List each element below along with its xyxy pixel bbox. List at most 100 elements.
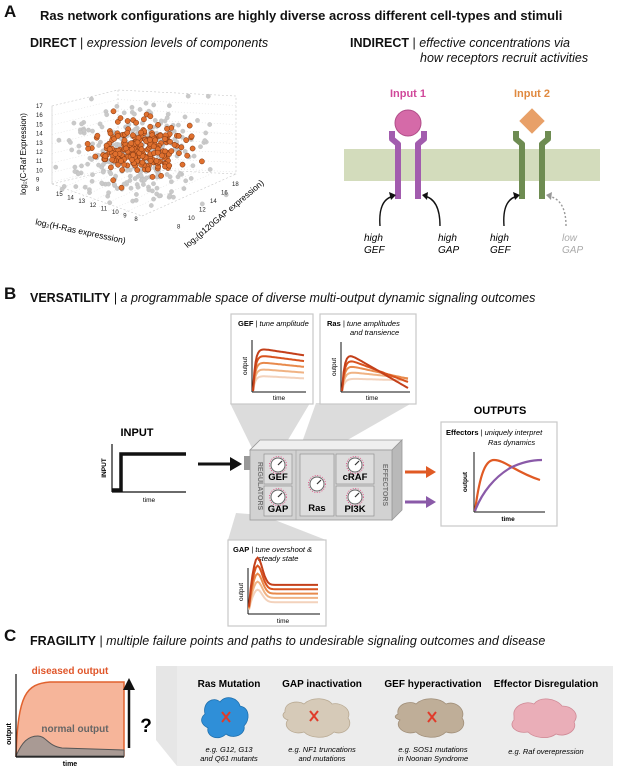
tuning-knob bbox=[354, 460, 360, 466]
scatter-point-grey bbox=[154, 185, 160, 191]
scatter-point-grey bbox=[223, 192, 229, 198]
svg-text:e.g. NF1 truncations: e.g. NF1 truncations bbox=[288, 745, 356, 754]
r2-left-line1: high bbox=[490, 233, 509, 244]
z-tick-label: 14 bbox=[36, 132, 43, 138]
scatter-point bbox=[124, 118, 131, 124]
scatter-point-grey bbox=[138, 173, 144, 178]
z-tick-label: 17 bbox=[36, 104, 43, 110]
scatter-point-grey bbox=[167, 193, 173, 198]
svg-text:GEF hyperactivation: GEF hyperactivation bbox=[384, 679, 481, 690]
scatter-point-grey bbox=[176, 122, 181, 128]
scatter-point bbox=[107, 130, 114, 137]
direct-heading: DIRECT | expression levels of components bbox=[30, 36, 268, 50]
scatter-point-grey bbox=[128, 185, 134, 191]
direct-desc: expression levels of components bbox=[86, 36, 269, 50]
scatter-point bbox=[168, 148, 175, 154]
scatter-point-grey bbox=[195, 118, 200, 123]
scatter-point-grey bbox=[124, 167, 130, 173]
scatter-point-grey bbox=[121, 181, 127, 187]
scatter-point bbox=[134, 167, 141, 173]
scatter-point-grey bbox=[107, 200, 113, 206]
scatter-point-grey bbox=[89, 157, 95, 162]
scatter-point bbox=[147, 113, 154, 120]
svg-text:Effector Disregulation: Effector Disregulation bbox=[494, 679, 598, 690]
scatter-point bbox=[117, 115, 124, 121]
r1-right-line2: GAP bbox=[438, 245, 459, 256]
scatter-point bbox=[167, 138, 173, 145]
fragility-diagram: diseased output normal output output tim… bbox=[6, 666, 613, 768]
scatter-point-grey bbox=[183, 178, 189, 184]
scatter-point bbox=[150, 143, 157, 150]
gef-box-title: GEF | tune amplitude bbox=[238, 319, 309, 328]
panel-b-headline: VERSATILITY | a programmable space of di… bbox=[30, 291, 535, 305]
tuning-knob bbox=[316, 479, 322, 485]
tuning-knob bbox=[277, 492, 283, 498]
scatter-point bbox=[134, 139, 141, 146]
gef-tuning-box: GEF | tune amplitude output time bbox=[230, 313, 314, 405]
scatter-point bbox=[130, 152, 136, 158]
svg-text:and mutations: and mutations bbox=[298, 754, 345, 763]
response-curve bbox=[341, 355, 409, 392]
scatter-point-grey bbox=[73, 184, 79, 189]
indirect-desc-line1: effective concentrations via bbox=[419, 36, 571, 50]
scatter-point-grey bbox=[113, 173, 118, 179]
scatter-point bbox=[145, 166, 151, 173]
scatter-point-grey bbox=[96, 143, 102, 148]
scatter-point-grey bbox=[191, 153, 197, 159]
svg-text:Ras dynamics: Ras dynamics bbox=[488, 438, 535, 447]
scatter-point-grey bbox=[129, 104, 135, 110]
y-tick-label: 16 bbox=[221, 191, 228, 197]
svg-text:time: time bbox=[273, 395, 286, 402]
response-curve bbox=[248, 572, 318, 609]
response-curve bbox=[248, 580, 318, 610]
svg-text:steady state: steady state bbox=[258, 554, 298, 563]
svg-text:and Q61 mutants: and Q61 mutants bbox=[200, 754, 258, 763]
scatter-point-grey bbox=[68, 140, 73, 145]
x-tick-label: 13 bbox=[78, 199, 85, 205]
scatter-point-grey bbox=[121, 110, 127, 116]
receptor-1: Input 1 high GEF high GAP bbox=[364, 88, 459, 256]
input-title: INPUT bbox=[121, 427, 154, 439]
scatter-point bbox=[84, 140, 91, 147]
panel-b-letter: B bbox=[4, 284, 17, 303]
scatter-point bbox=[110, 177, 117, 184]
svg-text:output: output bbox=[331, 358, 338, 376]
svg-text:time: time bbox=[143, 497, 156, 504]
svg-text:output: output bbox=[6, 722, 13, 744]
scatter-point bbox=[102, 153, 109, 160]
normal-output-area bbox=[15, 735, 125, 757]
svg-text:time: time bbox=[366, 395, 379, 402]
svg-text:GAP inactivation: GAP inactivation bbox=[282, 679, 362, 690]
svg-text:output: output bbox=[238, 583, 245, 601]
scatter-point bbox=[124, 129, 131, 136]
svg-text:e.g. G12, G13: e.g. G12, G13 bbox=[205, 745, 253, 754]
scatter-point bbox=[164, 125, 170, 132]
svg-text:in Noonan Syndrome: in Noonan Syndrome bbox=[398, 754, 468, 763]
svg-text:INPUT: INPUT bbox=[101, 458, 108, 478]
z-tick-label: 16 bbox=[36, 113, 43, 119]
response-curve bbox=[248, 564, 318, 608]
input-1-label: Input 1 bbox=[390, 88, 426, 100]
svg-text:e.g. Raf overepression: e.g. Raf overepression bbox=[508, 747, 583, 756]
scatter-point bbox=[138, 146, 145, 153]
x-axis-label: log₂(H-Ras expresssion) bbox=[35, 217, 127, 246]
scatter-point-grey bbox=[180, 128, 186, 134]
z-tick-label: 15 bbox=[36, 122, 43, 128]
svg-text:time: time bbox=[63, 761, 78, 768]
y-tick-label: 8 bbox=[177, 225, 181, 231]
scatter-point bbox=[110, 108, 117, 115]
response-curve bbox=[252, 375, 305, 392]
versatility-sep: | bbox=[110, 291, 121, 305]
response-curve bbox=[341, 365, 409, 392]
response-curve bbox=[248, 588, 318, 611]
scatter-point bbox=[147, 123, 154, 130]
r2-right-line2: GAP bbox=[562, 245, 583, 256]
ligand-2 bbox=[519, 108, 545, 134]
scatter-point bbox=[130, 132, 136, 139]
y-tick-label: 10 bbox=[188, 216, 195, 222]
effector-disregulation-item: Effector Disregulation e.g. Raf overepre… bbox=[494, 679, 598, 756]
scatter-point bbox=[162, 136, 168, 142]
scatter-point bbox=[92, 153, 99, 160]
scatter-point bbox=[199, 158, 205, 165]
scatter-point-grey bbox=[151, 196, 156, 202]
